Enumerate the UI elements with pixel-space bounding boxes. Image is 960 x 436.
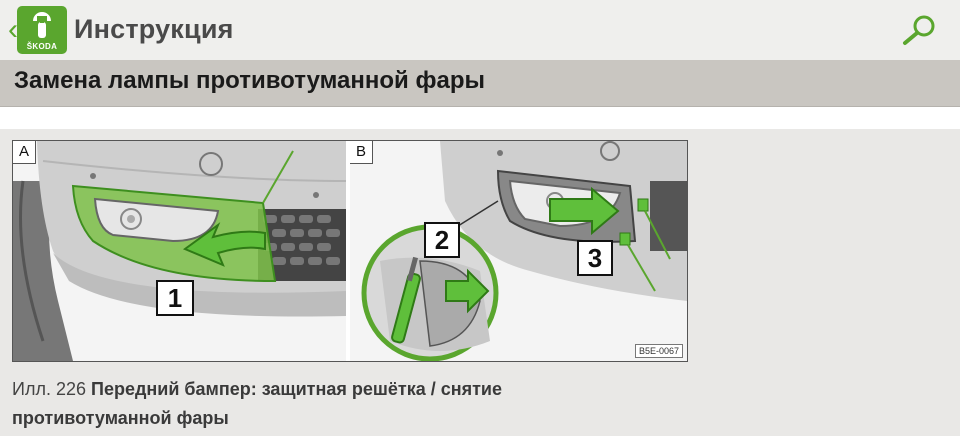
illustration[interactable]: A 1 <box>12 140 688 362</box>
figure-caption: Илл. 226 Передний бампер: защитная решёт… <box>12 375 572 433</box>
back-button[interactable]: ‹ <box>2 12 24 48</box>
skoda-logo[interactable]: ŠKODA <box>17 6 67 54</box>
fog-lamp-removal-drawing <box>350 141 687 361</box>
illustration-panel-b: B 2 3 B5E-0067 <box>350 141 687 361</box>
app-title: Инструкция <box>74 14 234 44</box>
panel-b-label: B <box>350 141 373 164</box>
wrench-icon <box>33 12 51 38</box>
callout-3: 3 <box>587 243 603 273</box>
chevron-left-icon: ‹ <box>8 13 18 46</box>
bumper-grille-drawing <box>13 141 346 361</box>
content-top-strip <box>0 107 960 129</box>
section-title: Замена лампы противотуманной фары <box>14 67 485 94</box>
search-icon <box>903 15 935 45</box>
figure-code: B5E-0067 <box>634 344 683 358</box>
panel-a-label: A <box>13 141 36 164</box>
app-header: ‹ ŠKODA Инструкция <box>0 0 960 60</box>
caption-text: Передний бампер: защитная решётка / снят… <box>12 379 503 428</box>
section-header: Замена лампы противотуманной фары <box>0 60 960 107</box>
caption-prefix: Илл. 226 <box>12 379 86 399</box>
panel-divider <box>346 141 350 361</box>
callout-1: 1 <box>167 283 183 313</box>
callout-2: 2 <box>434 225 450 255</box>
illustration-panel-a: A 1 <box>13 141 346 361</box>
logo-text: ŠKODA <box>26 42 58 51</box>
search-button[interactable] <box>900 12 940 48</box>
